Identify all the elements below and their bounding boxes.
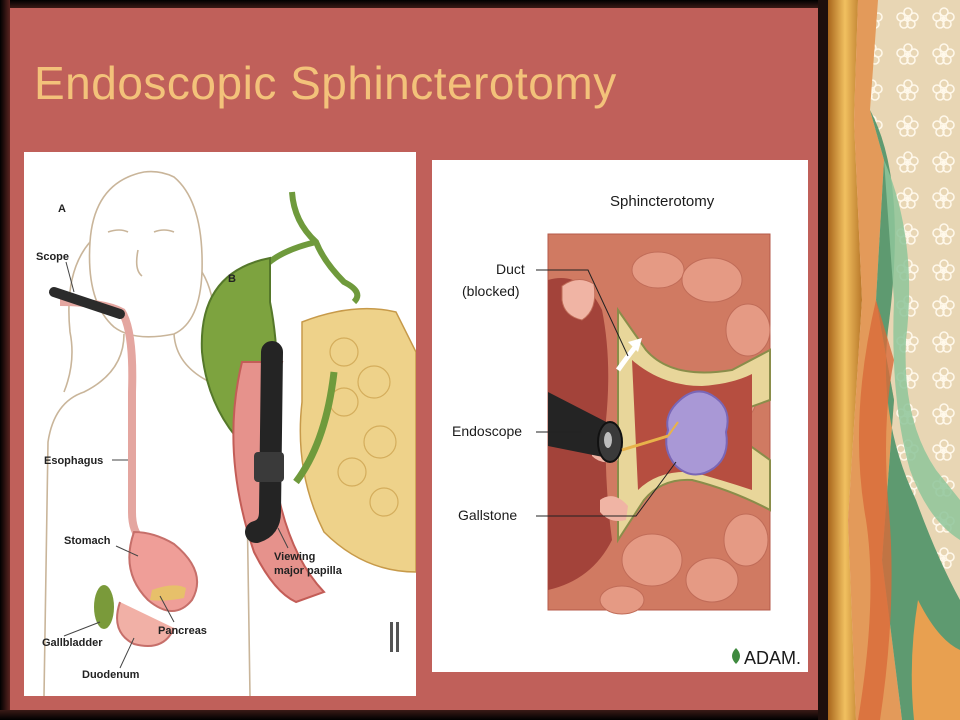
- label-viewing-line2: major papilla: [274, 565, 343, 577]
- figure-right-title: Sphincterotomy: [610, 193, 715, 210]
- label-duct-blocked: (blocked): [462, 283, 520, 299]
- label-esophagus: Esophagus: [44, 455, 103, 467]
- illustrator-signature: [390, 622, 399, 652]
- label-stomach: Stomach: [64, 535, 111, 547]
- floral-decoration: [818, 0, 960, 720]
- label-duodenum: Duodenum: [82, 669, 140, 681]
- label-gallbladder: Gallbladder: [42, 637, 103, 649]
- frame-top: [0, 0, 960, 8]
- frame-bottom: [0, 710, 960, 720]
- slide-title: Endoscopic Sphincterotomy: [34, 57, 617, 109]
- sphincterotomy-illustration: Sphincterotomy Duct (blocked) Endoscope …: [452, 193, 801, 668]
- frame-left: [0, 0, 10, 720]
- anatomy-illustration: A B Scope Esophagus Stomach Gallbladder …: [36, 170, 416, 696]
- figure-sphincterotomy: Sphincterotomy Duct (blocked) Endoscope …: [432, 160, 808, 672]
- label-scope: Scope: [36, 251, 69, 263]
- label-viewing-line1: Viewing: [274, 551, 315, 563]
- panel-a-letter: A: [58, 203, 66, 215]
- label-endoscope: Endoscope: [452, 423, 522, 439]
- adam-logo-text: ADAM.: [744, 648, 801, 668]
- figure-endoscope-path: A B Scope Esophagus Stomach Gallbladder …: [24, 152, 416, 696]
- panel-b-letter: B: [228, 273, 236, 285]
- adam-logo: ADAM.: [732, 648, 801, 668]
- label-pancreas: Pancreas: [158, 625, 207, 637]
- label-gallstone: Gallstone: [458, 507, 517, 523]
- label-duct: Duct: [496, 261, 525, 277]
